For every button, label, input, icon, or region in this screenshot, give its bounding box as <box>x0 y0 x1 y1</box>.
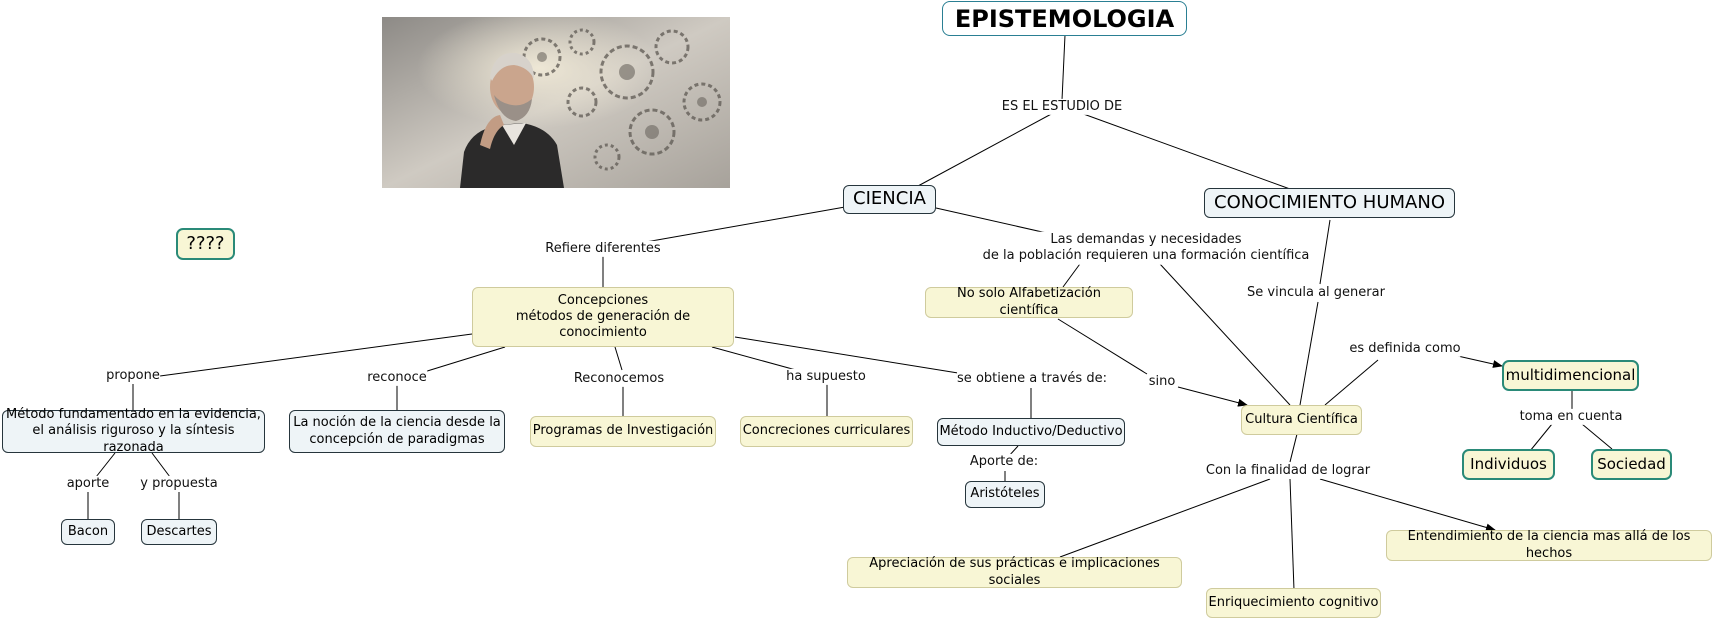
label-se-obtiene: se obtiene a través de: <box>957 370 1107 388</box>
node-sociedad[interactable]: Sociedad <box>1591 449 1672 480</box>
label-reconoce: reconoce <box>367 369 427 387</box>
node-ciencia[interactable]: CIENCIA <box>843 185 936 214</box>
node-individuos[interactable]: Individuos <box>1462 449 1555 480</box>
label-con-la-finalidad: Con la finalidad de lograr <box>1205 462 1371 480</box>
label-refiere: Refiere diferentes <box>545 240 661 258</box>
node-metodo-evidencia[interactable]: Método fundamentado en la evidencia, el … <box>2 407 265 455</box>
label-sino: sino <box>1148 373 1176 391</box>
node-aristoteles[interactable]: Aristóteles <box>965 481 1045 508</box>
node-nocion-ciencia[interactable]: La noción de la ciencia desde la concepc… <box>289 410 505 453</box>
node-multidimensional[interactable]: multidimencional <box>1502 360 1639 391</box>
label-aporte: aporte <box>66 475 110 493</box>
label-definida: es definida como <box>1349 340 1461 358</box>
node-alfabetizacion[interactable]: No solo Alfabetización científica <box>925 286 1133 318</box>
node-concepciones[interactable]: Concepciones métodos de generación de co… <box>472 287 734 347</box>
label-vincula: Se vincula al generar <box>1247 284 1385 302</box>
node-descartes[interactable]: Descartes <box>141 519 217 545</box>
label-y-propuesta: y propuesta <box>140 475 218 493</box>
node-concreciones[interactable]: Concreciones curriculares <box>740 416 913 447</box>
label-ha-supuesto: ha supuesto <box>786 368 866 386</box>
label-toma-en-cuenta: toma en cuenta <box>1519 408 1623 426</box>
label-propone: propone <box>106 367 160 385</box>
node-entendimiento[interactable]: Entendimiento de la ciencia mas allá de … <box>1386 529 1712 561</box>
thinking-man-gears-image <box>382 17 730 188</box>
node-cultura-cientifica[interactable]: Cultura Científica <box>1241 405 1362 435</box>
node-apreciacion[interactable]: Apreciación de sus prácticas e implicaci… <box>847 556 1182 588</box>
node-programas[interactable]: Programas de Investigación <box>530 416 716 447</box>
node-conocimiento-humano[interactable]: CONOCIMIENTO HUMANO <box>1204 188 1455 218</box>
label-reconocemos: Reconocemos <box>573 370 665 388</box>
node-bacon[interactable]: Bacon <box>61 519 115 545</box>
label-demandas: Las demandas y necesidades de la poblaci… <box>982 231 1310 265</box>
label-es-estudio: ES EL ESTUDIO DE <box>1001 98 1123 116</box>
node-enriquecimiento[interactable]: Enriquecimiento cognitivo <box>1206 588 1381 618</box>
node-unknown[interactable]: ???? <box>176 228 235 260</box>
node-inductivo-deductivo[interactable]: Método Inductivo/Deductivo <box>937 418 1125 446</box>
label-aporte-de: Aporte de: <box>969 453 1039 471</box>
epistemologia-title: EPISTEMOLOGIA <box>942 1 1187 36</box>
